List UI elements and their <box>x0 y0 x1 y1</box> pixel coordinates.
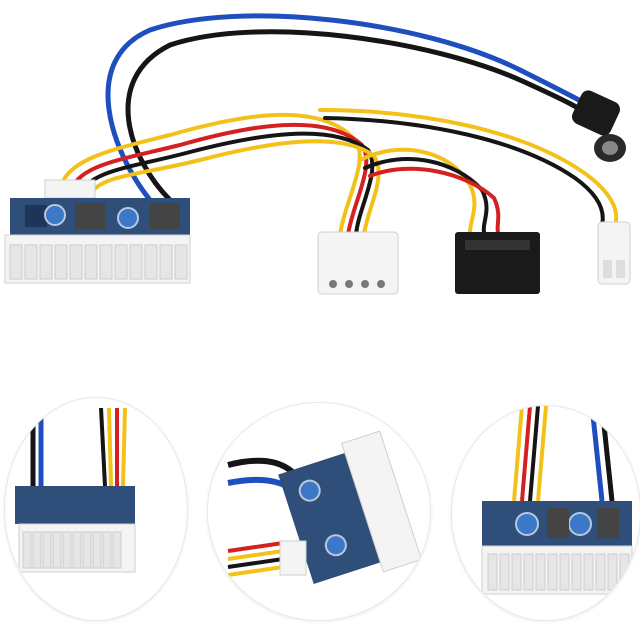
power-supply-main-image <box>4 13 631 295</box>
detail-rear-view <box>452 406 640 620</box>
cpu-4pin-connector <box>597 221 631 285</box>
aux-connector <box>44 179 96 199</box>
detail-front-view <box>5 398 187 620</box>
pcb-board <box>10 198 190 238</box>
capacitor-2 <box>117 207 139 229</box>
inductor-1 <box>75 203 105 229</box>
molex-connector <box>317 231 399 295</box>
capacitor-1 <box>44 204 66 226</box>
dc-barrel-jack <box>571 90 626 162</box>
atx-24pin-connector <box>4 234 191 284</box>
black-wire <box>125 29 608 203</box>
blue-wire <box>105 13 613 203</box>
sata-connector <box>455 232 540 294</box>
inductor-2 <box>150 203 180 229</box>
detail-angled-view <box>208 403 430 620</box>
